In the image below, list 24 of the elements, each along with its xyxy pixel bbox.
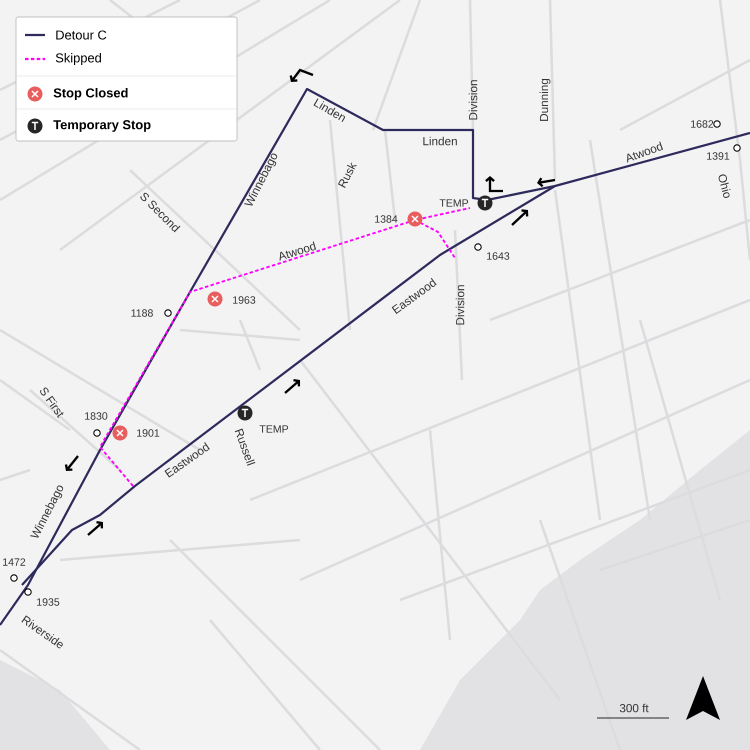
stop-number-label: 1830: [85, 412, 108, 420]
street-label: Linden: [423, 136, 457, 146]
scale-label: 300 ft: [620, 704, 649, 712]
stop-number-label: 1384: [375, 215, 398, 223]
stop-number-label: 1682: [691, 120, 714, 128]
legend-label: Stop Closed: [54, 88, 128, 100]
stop-number-label: 1391: [707, 152, 730, 160]
street-label: Atwood: [280, 241, 316, 261]
legend-label: Skipped: [56, 53, 101, 65]
street-label: Division: [456, 285, 464, 325]
street-label: Rusk: [338, 162, 357, 188]
stop-number-label: 1963: [233, 296, 256, 304]
stop-number-label: 1643: [487, 252, 510, 260]
stop-label: TEMP: [260, 425, 288, 433]
legend-label: Detour C: [56, 30, 106, 40]
stop-number-label: 1472: [3, 558, 26, 566]
stop-label: TEMP: [440, 199, 468, 207]
street-label: Division: [468, 80, 478, 120]
stop-number-label: 1188: [131, 309, 153, 317]
legend-label: Temporary Stop: [53, 120, 151, 132]
stop-number-label: 1935: [37, 598, 60, 606]
street-label: Ohio: [718, 174, 730, 198]
stop-number-label: 1901: [137, 429, 160, 437]
street-label: Dunning: [540, 78, 550, 121]
